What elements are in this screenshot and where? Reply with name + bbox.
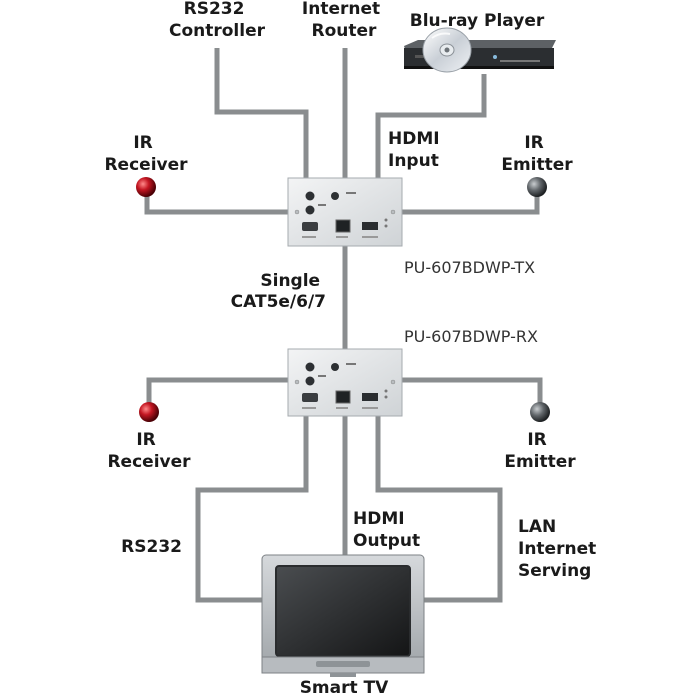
rs232-label: RS232 xyxy=(121,537,182,557)
rs232-controller-label: RS232 Controller xyxy=(169,0,266,41)
ir-emitter-bottom-wire xyxy=(402,377,543,405)
ir-emitter-top-label: IR Emitter xyxy=(501,133,573,175)
ir-emitter-top-wire xyxy=(402,192,540,215)
rs232-bottom-wire xyxy=(195,416,309,603)
internet-router-label: Internet Router xyxy=(302,0,386,41)
hdmi-input-wire xyxy=(375,74,487,178)
smart-tv-icon xyxy=(261,554,425,677)
ir-receiver-top-icon xyxy=(136,177,156,197)
rs232-controller-wire xyxy=(214,48,309,178)
tx-ir-jack-icon xyxy=(305,205,315,215)
tx-rs232-port-icon xyxy=(302,222,318,231)
tx-jack-icon xyxy=(331,192,339,200)
hdmi-input-label: HDMI Input xyxy=(388,129,446,171)
ir-emitter-top-icon xyxy=(527,177,547,197)
rx-rs232-port-icon xyxy=(302,393,318,402)
tx-wall-plate xyxy=(287,177,403,247)
ir-emitter-bottom-label: IR Emitter xyxy=(504,430,576,472)
tx-lan-port-icon xyxy=(335,219,351,233)
rx-lan-port-icon xyxy=(335,390,351,404)
rx-ir-jack-icon xyxy=(305,362,315,372)
ir-receiver-top-wire xyxy=(144,192,288,215)
rx-jack-icon xyxy=(331,363,339,371)
rx-model-label: PU-607BDWP-RX xyxy=(404,327,538,346)
tx-hdmi-port-icon xyxy=(362,222,378,230)
tx-ir-jack-icon xyxy=(305,191,315,201)
lan-wire xyxy=(375,416,503,603)
bluray-player-icon xyxy=(404,27,556,73)
rx-hdmi-port-icon xyxy=(362,393,378,401)
bluray-player-label: Blu-ray Player xyxy=(410,11,545,31)
wires xyxy=(144,48,543,603)
ir-receiver-bottom-icon xyxy=(139,402,159,422)
ir-receiver-bottom-label: IR Receiver xyxy=(107,430,191,472)
ir-emitter-bottom-icon xyxy=(530,402,550,422)
tx-model-label: PU-607BDWP-TX xyxy=(404,258,535,277)
single-cat-label: Single CAT5e/6/7 xyxy=(231,271,326,312)
rx-wall-plate xyxy=(287,348,403,417)
ir-receiver-bottom-wire xyxy=(146,377,288,405)
lan-internet-label: LAN Internet Serving xyxy=(518,517,602,581)
rx-ir-jack-icon xyxy=(305,376,315,386)
hdmi-output-label: HDMI Output xyxy=(353,509,420,551)
ir-receiver-top-label: IR Receiver xyxy=(104,133,188,175)
smart-tv-label: Smart TV xyxy=(300,678,389,698)
